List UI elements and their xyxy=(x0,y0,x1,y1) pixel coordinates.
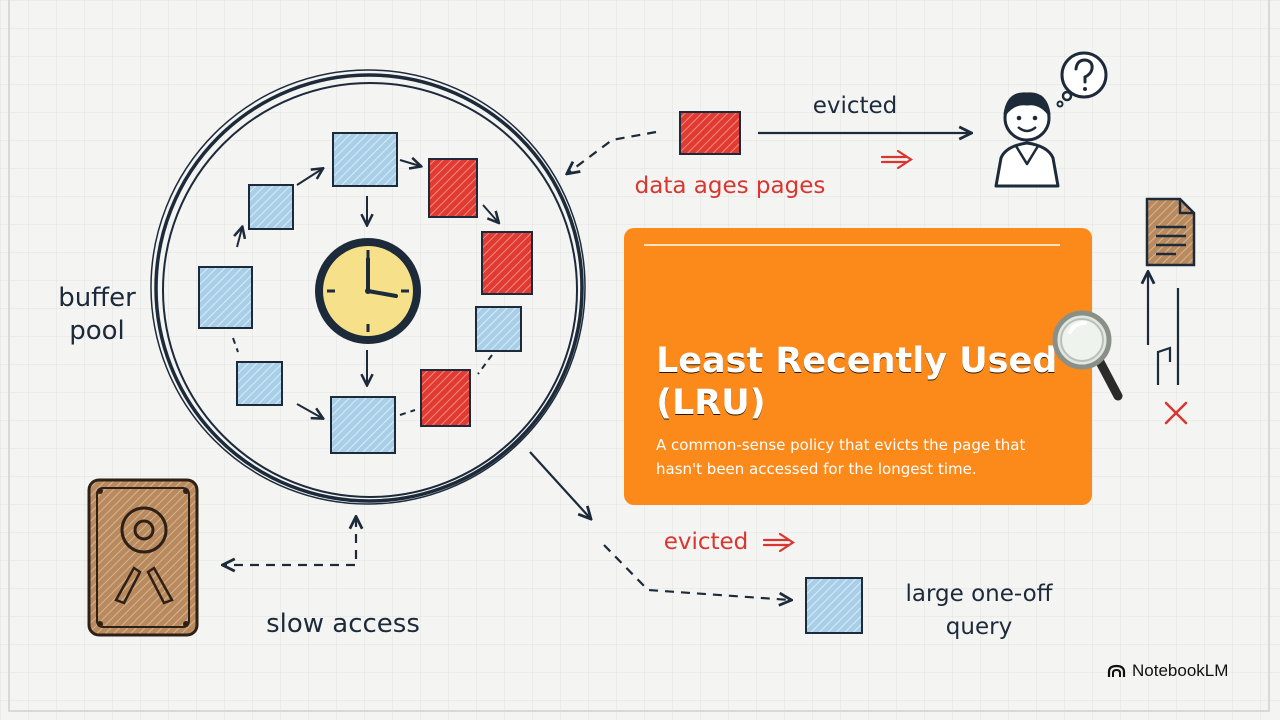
page-blue xyxy=(475,306,522,352)
arrow-into-pool xyxy=(568,130,657,173)
inner-dashes xyxy=(232,337,493,416)
page-blue xyxy=(805,577,863,634)
card-divider xyxy=(644,244,1060,246)
data-ages-pages-label: data ages pages xyxy=(634,173,826,199)
question-bubble-icon xyxy=(1056,51,1108,108)
x-mark-icon xyxy=(1164,401,1188,425)
magnifier-icon xyxy=(1052,310,1123,401)
card-body: A common-sense policy that evicts the pa… xyxy=(656,436,1026,478)
page-blue xyxy=(332,132,398,187)
evicted-bottom-label: evicted xyxy=(663,529,749,555)
slow-access-label: slow access xyxy=(266,609,420,639)
arrow-slow-access xyxy=(224,518,356,565)
lru-definition-card: Least Recently Used (LRU) A common-sense… xyxy=(624,228,1092,505)
clock-icon xyxy=(315,238,421,344)
red-arrow-icon xyxy=(762,532,796,553)
page-red xyxy=(428,158,478,218)
red-arrow-icon xyxy=(880,149,914,170)
tally-lines xyxy=(1156,288,1180,385)
inner-arrows xyxy=(237,160,498,418)
page-blue xyxy=(236,361,283,406)
buffer-pool-label: buffer pool xyxy=(58,283,136,346)
evicted-top-label: evicted xyxy=(812,93,898,119)
hard-disk-icon xyxy=(87,478,199,637)
notebooklm-brand: NotebookLM xyxy=(1107,659,1228,683)
page-red xyxy=(481,231,533,295)
page-blue xyxy=(248,184,294,230)
user-icon xyxy=(994,92,1060,188)
notebooklm-logo-icon xyxy=(1107,664,1126,677)
card-title: Least Recently Used (LRU) xyxy=(656,341,1058,423)
page-blue xyxy=(330,396,396,454)
arrow-evicted-bottom xyxy=(529,451,590,518)
page-blue xyxy=(198,266,253,329)
page-red xyxy=(420,369,471,427)
buffer-pool-circle xyxy=(150,69,586,505)
document-icon xyxy=(1145,197,1196,267)
page-red xyxy=(679,111,741,155)
arrow-to-query-page xyxy=(603,544,790,600)
brand-name: NotebookLM xyxy=(1132,661,1229,680)
large-one-off-query-label: large one-off query xyxy=(905,581,1053,640)
